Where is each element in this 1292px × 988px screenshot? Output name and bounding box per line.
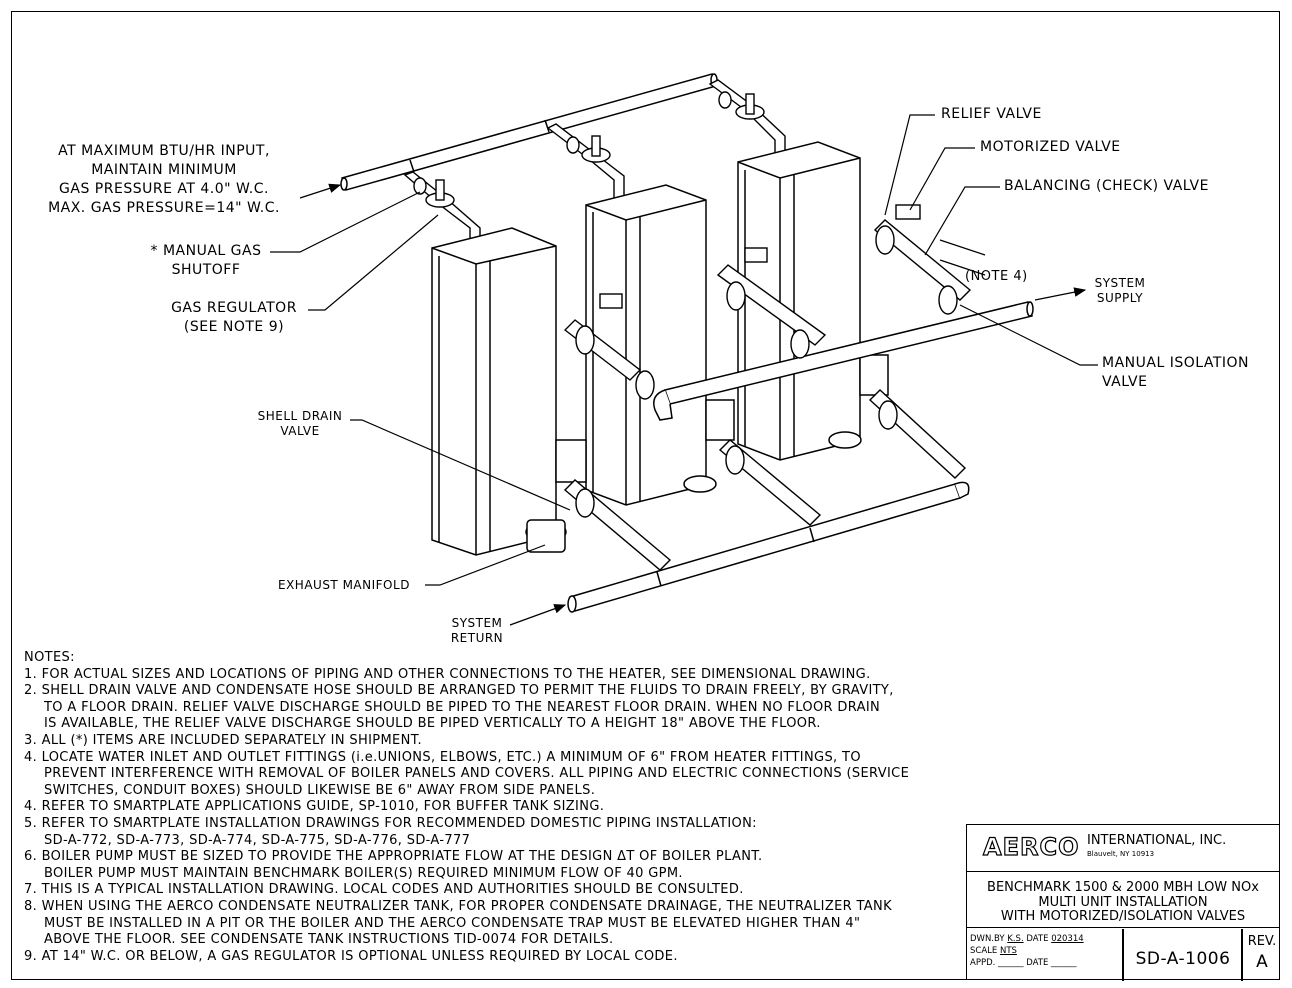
drawn-by-label: DWN.BY [970,934,1005,944]
callout-line: * MANUAL GAS [150,243,262,259]
notes-heading: NOTES: [24,650,75,665]
callout-line: RETURN [450,631,504,645]
aerco-logo: AERCO [982,832,1080,861]
note-line: MUST BE INSTALLED IN A PIT OR THE BOILER… [44,915,861,931]
gas-pressure-callout: AT MAXIMUM BTU/HR INPUT, MAINTAIN MINIMU… [24,142,304,218]
rev-value: A [1256,952,1268,972]
callout-line: MAINTAIN MINIMUM [91,162,237,178]
drawing-meta-row: DWN.BY K.S. DATE 020314 SCALE NTS APPD. … [967,929,1279,981]
rev-label: REV. [1247,934,1277,949]
callout-line: SHUTOFF [171,262,241,278]
drawn-by-value: K.S. [1007,934,1024,944]
drawing-border [11,11,1280,980]
callout-line: SUPPLY [1096,291,1144,305]
note4-callout: (NOTE 4) [965,269,1028,284]
return-pipe [567,481,970,613]
callout-line: MANUAL ISOLATION [1102,355,1250,371]
gas-header-pipe [340,73,718,191]
supply-pipe [653,301,1034,421]
note-line: SD-A-772, SD-A-773, SD-A-774, SD-A-775, … [44,832,471,848]
date-value: 020314 [1051,934,1084,944]
shell-drain-valve-callout: SHELL DRAIN VALVE [250,409,350,439]
description-line: WITH MOTORIZED/ISOLATION VALVES [1000,909,1246,924]
motorized-valve-callout: MOTORIZED VALVE [980,139,1121,155]
revision-cell: REV. A [1244,932,1280,972]
note-line: 7. THIS IS A TYPICAL INSTALLATION DRAWIN… [24,882,744,898]
note-line: IS AVAILABLE, THE RELIEF VALVE DISCHARGE… [44,716,821,732]
approved-date-label: DATE [1026,958,1049,968]
note-line: TO A FLOOR DRAIN. RELIEF VALVE DISCHARGE… [44,699,881,715]
note-line: 4. LOCATE WATER INLET AND OUTLET FITTING… [24,749,861,765]
title-block: AERCO INTERNATIONAL, INC. Blauvelt, NY 1… [966,824,1280,981]
manual-gas-shutoff-callout: * MANUAL GAS SHUTOFF [138,242,274,280]
callout-line: SYSTEM [1094,276,1146,290]
gas-regulator-callout: GAS REGULATOR (SEE NOTE 9) [166,299,302,337]
note-line: PREVENT INTERFERENCE WITH REMOVAL OF BOI… [44,766,910,782]
note-line: 2. SHELL DRAIN VALVE AND CONDENSATE HOSE… [24,683,894,699]
note-line: 3. ALL (*) ITEMS ARE INCLUDED SEPARATELY… [24,732,422,748]
relief-valve-callout: RELIEF VALVE [941,106,1042,122]
callout-line: VALVE [1102,374,1148,390]
boiler-units [431,141,889,556]
callout-line: GAS PRESSURE AT 4.0" W.C. [59,181,269,197]
date-label: DATE [1026,934,1049,944]
callout-line: AT MAXIMUM BTU/HR INPUT, [58,143,270,159]
note-line: 4. REFER TO SMARTPLATE APPLICATIONS GUID… [24,799,605,815]
company-name: INTERNATIONAL, INC. [1087,833,1227,848]
note-line: 5. REFER TO SMARTPLATE INSTALLATION DRAW… [24,815,757,831]
unit-valves [563,204,972,571]
logo-row: AERCO INTERNATIONAL, INC. Blauvelt, NY 1… [967,825,1279,872]
callout-line: MAX. GAS PRESSURE=14" W.C. [48,200,280,216]
divider [1122,929,1124,981]
exhaust-manifold-callout: EXHAUST MANIFOLD [278,578,410,592]
description-line: MULTI UNIT INSTALLATION [1038,894,1208,910]
note-line: 1. FOR ACTUAL SIZES AND LOCATIONS OF PIP… [24,666,871,682]
note-line: SWITCHES, CONDUIT BOXES) SHOULD LIKEWISE… [44,782,596,798]
notes-section: NOTES: 1. FOR ACTUAL SIZES AND LOCATIONS… [24,650,909,965]
note-line: ABOVE THE FLOOR. SEE CONDENSATE TANK INS… [44,932,614,948]
description-line: BENCHMARK 1500 & 2000 MBH LOW NOx [987,880,1259,895]
company-location: Blauvelt, NY 10913 [1087,850,1155,858]
drawing-number: SD-A-1006 [1135,949,1231,969]
system-return-callout: SYSTEM RETURN [440,616,514,646]
note-line: BOILER PUMP MUST MAINTAIN BENCHMARK BOIL… [44,865,683,881]
note-line: 8. WHEN USING THE AERCO CONDENSATE NEUTR… [24,898,892,914]
scale-value: NTS [999,946,1017,956]
scale-label: SCALE [970,946,998,956]
approved-label: APPD. [970,958,996,968]
callout-line: SHELL DRAIN [257,409,343,423]
divider [1241,929,1243,981]
callout-line: VALVE [280,424,320,438]
system-supply-callout: SYSTEM SUPPLY [1088,276,1152,306]
manual-isolation-valve-callout: MANUAL ISOLATION VALVE [1102,354,1249,392]
callout-line: SYSTEM [451,616,503,630]
leader-lines [270,114,1098,626]
balancing-valve-callout: BALANCING (CHECK) VALVE [1004,178,1209,194]
drawing-meta: DWN.BY K.S. DATE 020314 SCALE NTS APPD. … [970,934,1084,968]
callout-line: GAS REGULATOR [171,300,297,316]
callout-line: (SEE NOTE 9) [183,319,285,335]
note-line: 6. BOILER PUMP MUST BE SIZED TO PROVIDE … [24,849,763,865]
note-line: 9. AT 14" W.C. OR BELOW, A GAS REGULATOR… [24,948,678,964]
drawing-description: BENCHMARK 1500 & 2000 MBH LOW NOx MULTI … [967,872,1279,928]
